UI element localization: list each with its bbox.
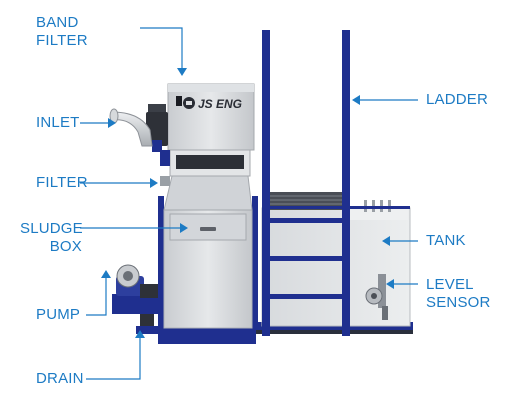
leader-lines: [80, 27, 418, 380]
label-level-sensor: LEVEL SENSOR: [426, 276, 491, 312]
label-sludge-box: SLUDGE BOX: [20, 220, 83, 256]
label-band-filter-line1: BAND: [36, 14, 79, 31]
label-inlet: INLET: [36, 114, 80, 131]
label-pump: PUMP: [36, 306, 81, 323]
label-sludge-box-line2: BOX: [49, 238, 82, 255]
brand-logo-text: JS ENG: [198, 97, 242, 111]
ladder: [262, 30, 350, 336]
label-tank: TANK: [426, 232, 466, 249]
label-ladder: LADDER: [426, 91, 489, 108]
inlet-pipe: [109, 108, 153, 147]
label-drain: DRAIN: [36, 370, 84, 387]
brand-logo: [183, 97, 195, 109]
label-level-sensor-line1: LEVEL: [426, 276, 474, 293]
filter-tower: [146, 83, 258, 330]
label-sludge-box-line1: SLUDGE: [20, 220, 83, 237]
label-band-filter: BAND FILTER: [36, 14, 88, 50]
leader-arrowheads: [101, 68, 394, 338]
label-filter: FILTER: [36, 174, 88, 191]
level-sensor: [365, 274, 388, 320]
label-band-filter-line2: FILTER: [36, 32, 88, 49]
drain-pipe: [136, 314, 158, 334]
label-level-sensor-line2: SENSOR: [426, 294, 491, 311]
pump: [112, 264, 160, 314]
